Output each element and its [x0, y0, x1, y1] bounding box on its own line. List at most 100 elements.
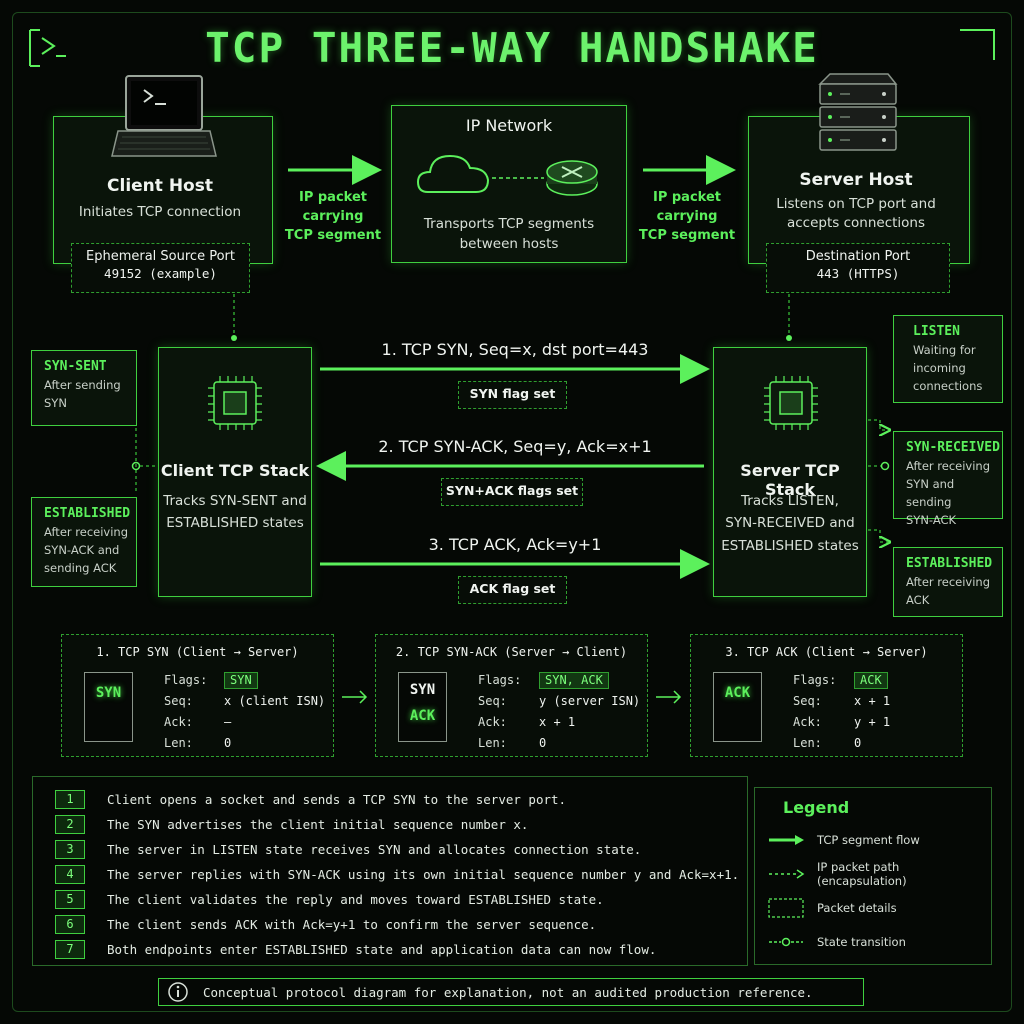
packet-icon: SYN: [84, 672, 133, 742]
len-value: 0: [224, 736, 232, 750]
packet-label-line: IP packet: [298, 190, 367, 205]
state-line: sending ACK: [44, 561, 117, 575]
state-line: incoming: [913, 361, 966, 375]
field-label: Ack:: [164, 715, 193, 729]
chip-icon: [769, 381, 813, 425]
legend-label: Packet details: [817, 901, 897, 915]
field-label: Len:: [478, 736, 507, 750]
packet-icon-label: SYN: [409, 682, 436, 698]
packet-icon-label: ACK: [724, 685, 751, 701]
client-stack-desc-1: Tracks SYN-SENT and: [163, 493, 307, 509]
seq-value: x + 1: [854, 694, 891, 708]
packet-label-left: IP packet carrying TCP segment: [284, 188, 382, 245]
legend-label: State transition: [817, 935, 906, 949]
state-line: After receiving: [906, 575, 991, 589]
message-3-label: 3. TCP ACK, Ack=y+1: [428, 535, 602, 554]
field-label: Ack:: [478, 715, 507, 729]
card-field-values: ACK x + 1 y + 1 0: [854, 670, 890, 754]
server-port-title: Destination Port: [805, 249, 911, 264]
card-field-values: SYN x (client ISN) – 0: [224, 670, 325, 754]
packet-icon: ACK: [713, 672, 762, 742]
cloud-icon: [416, 154, 490, 193]
card-title: 2. TCP SYN-ACK (Server → Client): [395, 645, 628, 659]
packet-icon-label: ACK: [409, 708, 436, 724]
state-desc: After receiving SYN and sending SYN-ACK: [906, 457, 1002, 529]
ack-value: y + 1: [854, 715, 891, 729]
state-syn-received: SYN-RECEIVED After receiving SYN and sen…: [893, 431, 1003, 527]
step-number: 3: [55, 840, 85, 859]
dashed-arrow-icon: [769, 869, 805, 879]
legend-label: IP packet path (encapsulation): [817, 860, 907, 888]
packet-label-line: IP packet: [652, 190, 721, 205]
ip-network-label: IP Network: [465, 116, 553, 135]
step-number: 5: [55, 890, 85, 909]
state-line: After receiving: [44, 525, 129, 539]
server-host-label: Server Host: [799, 170, 913, 190]
state-line: ACK: [906, 593, 930, 607]
ip-network-desc-1: Transports TCP segments: [423, 216, 595, 232]
field-label: Flags:: [478, 673, 522, 687]
field-label: Flags:: [164, 673, 208, 687]
message-2-label: 2. TCP SYN-ACK, Seq=y, Ack=x+1: [378, 437, 652, 456]
packet-label-line: TCP segment: [638, 228, 736, 243]
step-text: The server replies with SYN-ACK using it…: [107, 867, 740, 882]
packet-card-syn: 1. TCP SYN (Client → Server) SYN Flags: …: [61, 634, 334, 757]
state-line: After receiving: [906, 459, 991, 473]
card-field-values: SYN, ACK y (server ISN) x + 1 0: [539, 670, 640, 754]
step-text: The server in LISTEN state receives SYN …: [107, 842, 642, 857]
field-label: Ack:: [793, 715, 822, 729]
state-name: SYN-RECEIVED: [906, 440, 1000, 455]
legend: Legend TCP segment flow IP packet path (…: [754, 787, 992, 965]
state-syn-sent: SYN-SENT After sending SYN: [31, 350, 137, 426]
state-name: ESTABLISHED: [44, 506, 131, 521]
server-stack-desc-2: SYN-RECEIVED and: [725, 515, 855, 531]
card-title: 1. TCP SYN (Client → Server): [96, 645, 299, 659]
card-field-labels: Flags: Seq: Ack: Len:: [793, 670, 836, 754]
step-text: The SYN advertises the client initial se…: [107, 817, 529, 832]
list-item: 5 The client validates the reply and move…: [55, 887, 747, 912]
flags-chip: SYN, ACK: [539, 672, 609, 689]
packet-label-line: carrying: [302, 209, 364, 224]
card-field-labels: Flags: Seq: Ack: Len:: [164, 670, 207, 754]
client-port-title: Ephemeral Source Port: [86, 249, 235, 264]
router-icon: [546, 160, 598, 196]
legend-label: TCP segment flow: [817, 833, 920, 847]
state-desc: After receiving SYN-ACK and sending ACK: [44, 523, 136, 577]
corner-bracket-icon: [960, 29, 995, 60]
step-number: 4: [55, 865, 85, 884]
message-3-flag: ACK flag set: [458, 576, 567, 604]
client-stack-desc-2: ESTABLISHED states: [166, 515, 304, 531]
field-label: Seq:: [478, 694, 507, 708]
step-number: 6: [55, 915, 85, 934]
flags-chip: SYN: [224, 672, 258, 689]
legend-title: Legend: [783, 798, 850, 817]
server-host-desc-1: Listens on TCP port and: [776, 196, 936, 212]
state-client-established: ESTABLISHED After receiving SYN-ACK and …: [31, 497, 137, 587]
server-host-desc-2: accepts connections: [786, 215, 926, 231]
step-text: The client validates the reply and moves…: [107, 892, 604, 907]
field-label: Seq:: [793, 694, 822, 708]
ack-value: x + 1: [539, 715, 576, 729]
len-value: 0: [854, 736, 862, 750]
legend-item: IP packet path (encapsulation): [767, 857, 991, 891]
message-1-label: 1. TCP SYN, Seq=x, dst port=443: [381, 340, 649, 359]
page-title: TCP THREE-WAY HANDSHAKE: [205, 24, 819, 72]
step-text: Both endpoints enter ESTABLISHED state a…: [107, 942, 657, 957]
message-2-flag: SYN+ACK flags set: [441, 478, 583, 506]
state-name: ESTABLISHED: [906, 556, 993, 571]
server-port-box: Destination Port 443 (HTTPS): [766, 243, 950, 293]
state-transition-icon: [769, 937, 803, 947]
field-label: Len:: [164, 736, 193, 750]
list-item: 3 The server in LISTEN state receives SYN…: [55, 837, 747, 862]
flags-chip: ACK: [854, 672, 888, 689]
state-server-established: ESTABLISHED After receiving ACK: [893, 547, 1003, 617]
server-stack-desc-1: Tracks LISTEN,: [741, 493, 839, 509]
state-line: SYN-ACK: [906, 513, 957, 527]
state-name: SYN-SENT: [44, 359, 107, 374]
